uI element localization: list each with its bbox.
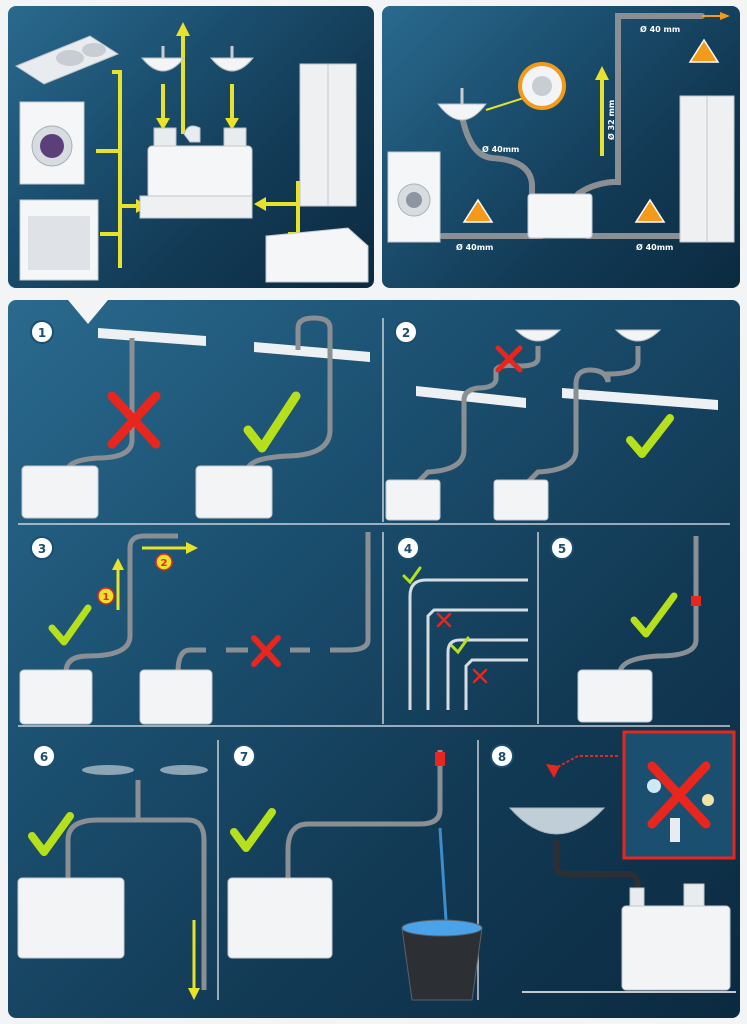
label-diam-left-lower: Ø 40mm: [456, 242, 493, 252]
step-2-number: 2: [402, 326, 410, 340]
washbasin-icon: [514, 329, 562, 342]
beam-icon: [416, 386, 526, 408]
label-diam-left-upper: Ø 40mm: [482, 144, 519, 154]
check-icon: [243, 391, 301, 453]
step-4: 4: [396, 536, 528, 710]
cross-icon: [107, 391, 161, 449]
step-3-number: 3: [38, 542, 46, 556]
kitchen-sink-icon: [14, 35, 120, 85]
label-diam-top: Ø 40 mm: [640, 24, 680, 34]
step-4-number: 4: [404, 542, 412, 556]
step-1: 1: [21, 315, 370, 519]
washbasin-icon-left: [140, 46, 186, 72]
label-diam-right-lower: Ø 40mm: [636, 242, 673, 252]
dishwasher-icon: [19, 199, 99, 281]
beam-icon: [98, 328, 206, 346]
pump-unit-icon: [195, 465, 273, 519]
red-dotted-arrow: [551, 755, 618, 771]
step-8-number: 8: [498, 750, 506, 764]
warning-triangle-icon-right: [634, 198, 666, 223]
step-7: 7: [227, 744, 483, 1001]
step-3: 3 1 2: [19, 532, 371, 725]
check-icon: [28, 812, 74, 856]
dimensions-diagram: Ø 40 mm Ø 32 mm Ø 40mm Ø 40mm Ø 40mm: [387, 12, 735, 252]
pump-unit-icon: [17, 877, 125, 959]
pipe-bends-icon: [408, 578, 528, 710]
check-icon: [626, 414, 674, 458]
section-dividers: [18, 318, 730, 1000]
cross-icon: [495, 345, 523, 373]
pump-unit-icon: [139, 125, 253, 219]
beam-icon: [562, 388, 718, 410]
cross-icon: [472, 668, 488, 684]
orange-right-arrow: [702, 12, 730, 20]
panel-notch: [68, 300, 108, 324]
installation-rules-diagram: 1 2: [17, 300, 736, 1001]
shower-cabin-icon: [679, 95, 735, 243]
pump-unit-icon: [19, 669, 93, 725]
yellow-arrow-heads: [136, 22, 266, 213]
sub-step-2-number: 2: [161, 558, 168, 569]
step-6: 6: [17, 744, 208, 1000]
washbasin-icon: [508, 807, 606, 835]
bathtub-icon: [265, 227, 369, 283]
check-icon: [230, 808, 276, 852]
step-5: 5: [550, 536, 701, 723]
cross-icon: [251, 635, 281, 667]
washbasin-icon-right: [209, 46, 255, 72]
check-valve-icon: [435, 752, 445, 766]
bucket-icon: [401, 919, 483, 1001]
panel-installation-rules: 1 2: [8, 300, 740, 1018]
pump-unit-icon: [385, 479, 441, 521]
washing-machine-icon: [387, 151, 441, 243]
check-valve-icon: [691, 596, 701, 606]
pump-unit-icon: [621, 883, 731, 991]
pump-unit-icon: [227, 877, 333, 959]
pump-unit-icon: [493, 479, 549, 521]
washbasin-icon: [614, 329, 662, 342]
washbasin-icon: [436, 88, 488, 121]
pump-unit-icon: [577, 669, 653, 723]
washing-machine-icon: [19, 101, 85, 185]
cross-icon: [436, 612, 452, 628]
yellow-down-arrow: [188, 920, 200, 1000]
yellow-up-arrow: [112, 558, 124, 610]
panel-connections-overview: [8, 6, 374, 288]
warning-triangle-icon-left: [462, 198, 494, 223]
item-icon: [670, 818, 680, 842]
shower-cabin-icon: [299, 63, 357, 207]
step-7-number: 7: [240, 750, 248, 764]
pump-unit-icon: [139, 669, 213, 725]
panel-pipe-dimensions: Ø 40 mm Ø 32 mm Ø 40mm Ø 40mm Ø 40mm: [382, 6, 740, 288]
drain-grid-zoom-icon: [485, 62, 566, 111]
vent-cloud-icon: [160, 765, 208, 775]
step-6-number: 6: [40, 750, 48, 764]
vent-cloud-icon: [82, 765, 134, 775]
warning-triangle-icon-top: [688, 38, 720, 63]
check-icon: [48, 604, 92, 646]
item-icon: [702, 794, 714, 806]
yellow-right-arrow: [142, 542, 198, 554]
grey-pipes: [439, 13, 705, 239]
step-1-number: 1: [38, 326, 46, 340]
label-diam-vertical: Ø 32 mm: [606, 100, 616, 140]
sub-step-1-number: 1: [103, 592, 110, 603]
step-8: 8: [490, 730, 736, 993]
cross-icon: [647, 761, 711, 829]
pump-unit-icon: [21, 465, 99, 519]
step-2: 2: [385, 320, 718, 521]
step-5-number: 5: [558, 542, 566, 556]
connections-diagram: [14, 22, 369, 283]
yellow-up-arrow: [595, 66, 609, 156]
pump-unit-icon: [527, 193, 593, 239]
check-icon: [630, 592, 678, 638]
item-icon: [647, 779, 661, 793]
beam-icon: [254, 342, 370, 362]
water-stream: [438, 827, 448, 921]
